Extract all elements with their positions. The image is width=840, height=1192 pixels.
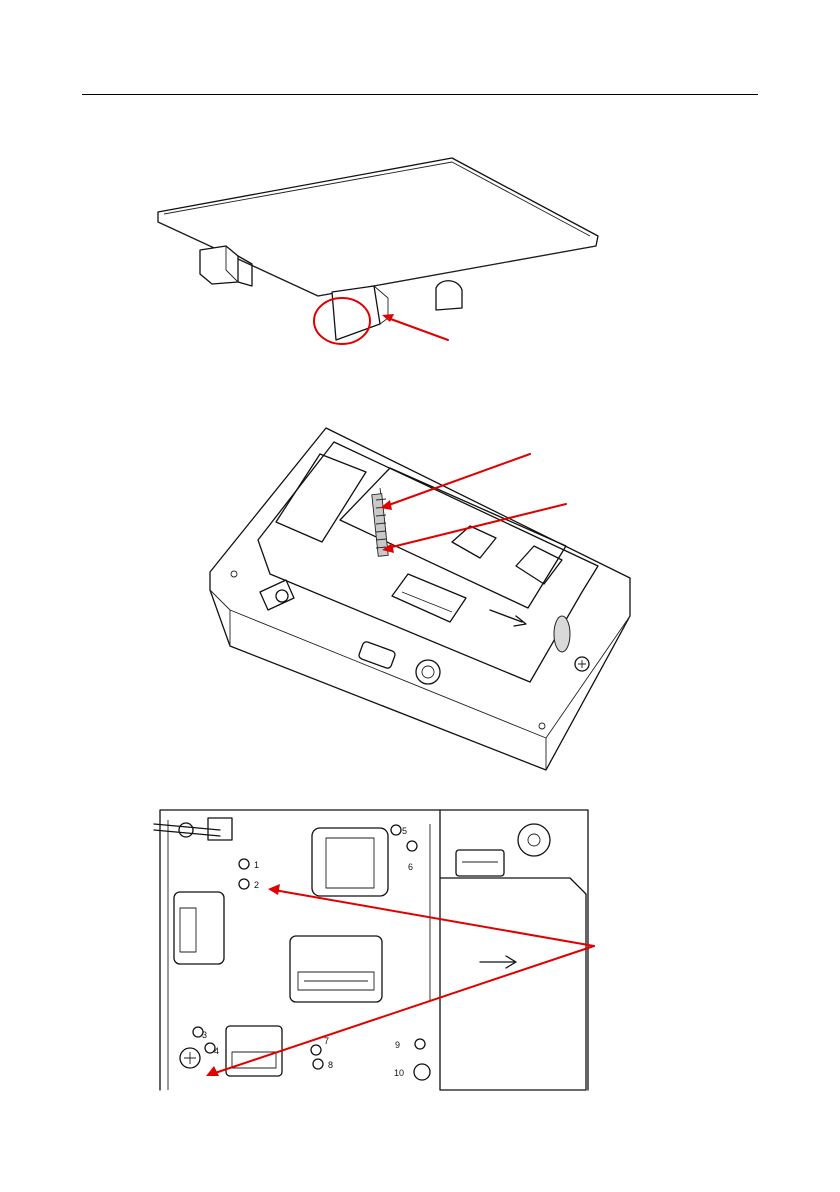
connector-bottom	[226, 1026, 282, 1076]
right-tab	[436, 281, 462, 310]
cable	[154, 824, 220, 836]
standoff	[518, 824, 550, 856]
connector-middle	[290, 936, 382, 1002]
callout-3-arrowhead	[268, 884, 280, 895]
front-tab	[332, 286, 380, 340]
left-tab	[200, 246, 238, 284]
base-drawing	[190, 420, 650, 780]
label-10: 10	[394, 1068, 404, 1078]
header-rule	[82, 94, 758, 95]
board-drawing: 1 2 3 4 5 6 7 8 9 10	[150, 800, 610, 1100]
callout-arrow-line	[388, 318, 448, 340]
label-2: 2	[254, 880, 259, 890]
callout-4-line	[212, 946, 594, 1074]
speaker-grille	[554, 616, 570, 652]
callout-4-arrowhead	[206, 1066, 219, 1076]
base-figure	[190, 420, 650, 780]
connector-left	[174, 892, 224, 964]
label-5: 5	[402, 826, 407, 836]
label-6: 6	[408, 862, 413, 872]
round-connector	[416, 660, 440, 684]
label-4: 4	[214, 1046, 219, 1056]
cover-figure	[140, 150, 620, 360]
cover-drawing	[140, 150, 620, 360]
label-8: 8	[328, 1060, 333, 1070]
connector-right	[456, 850, 504, 876]
label-3: 3	[202, 1030, 207, 1040]
board-figure: 1 2 3 4 5 6 7 8 9 10	[150, 800, 610, 1100]
label-7: 7	[324, 1036, 329, 1046]
label-9: 9	[395, 1040, 400, 1050]
label-1: 1	[254, 860, 259, 870]
arrow-mark	[480, 956, 516, 968]
